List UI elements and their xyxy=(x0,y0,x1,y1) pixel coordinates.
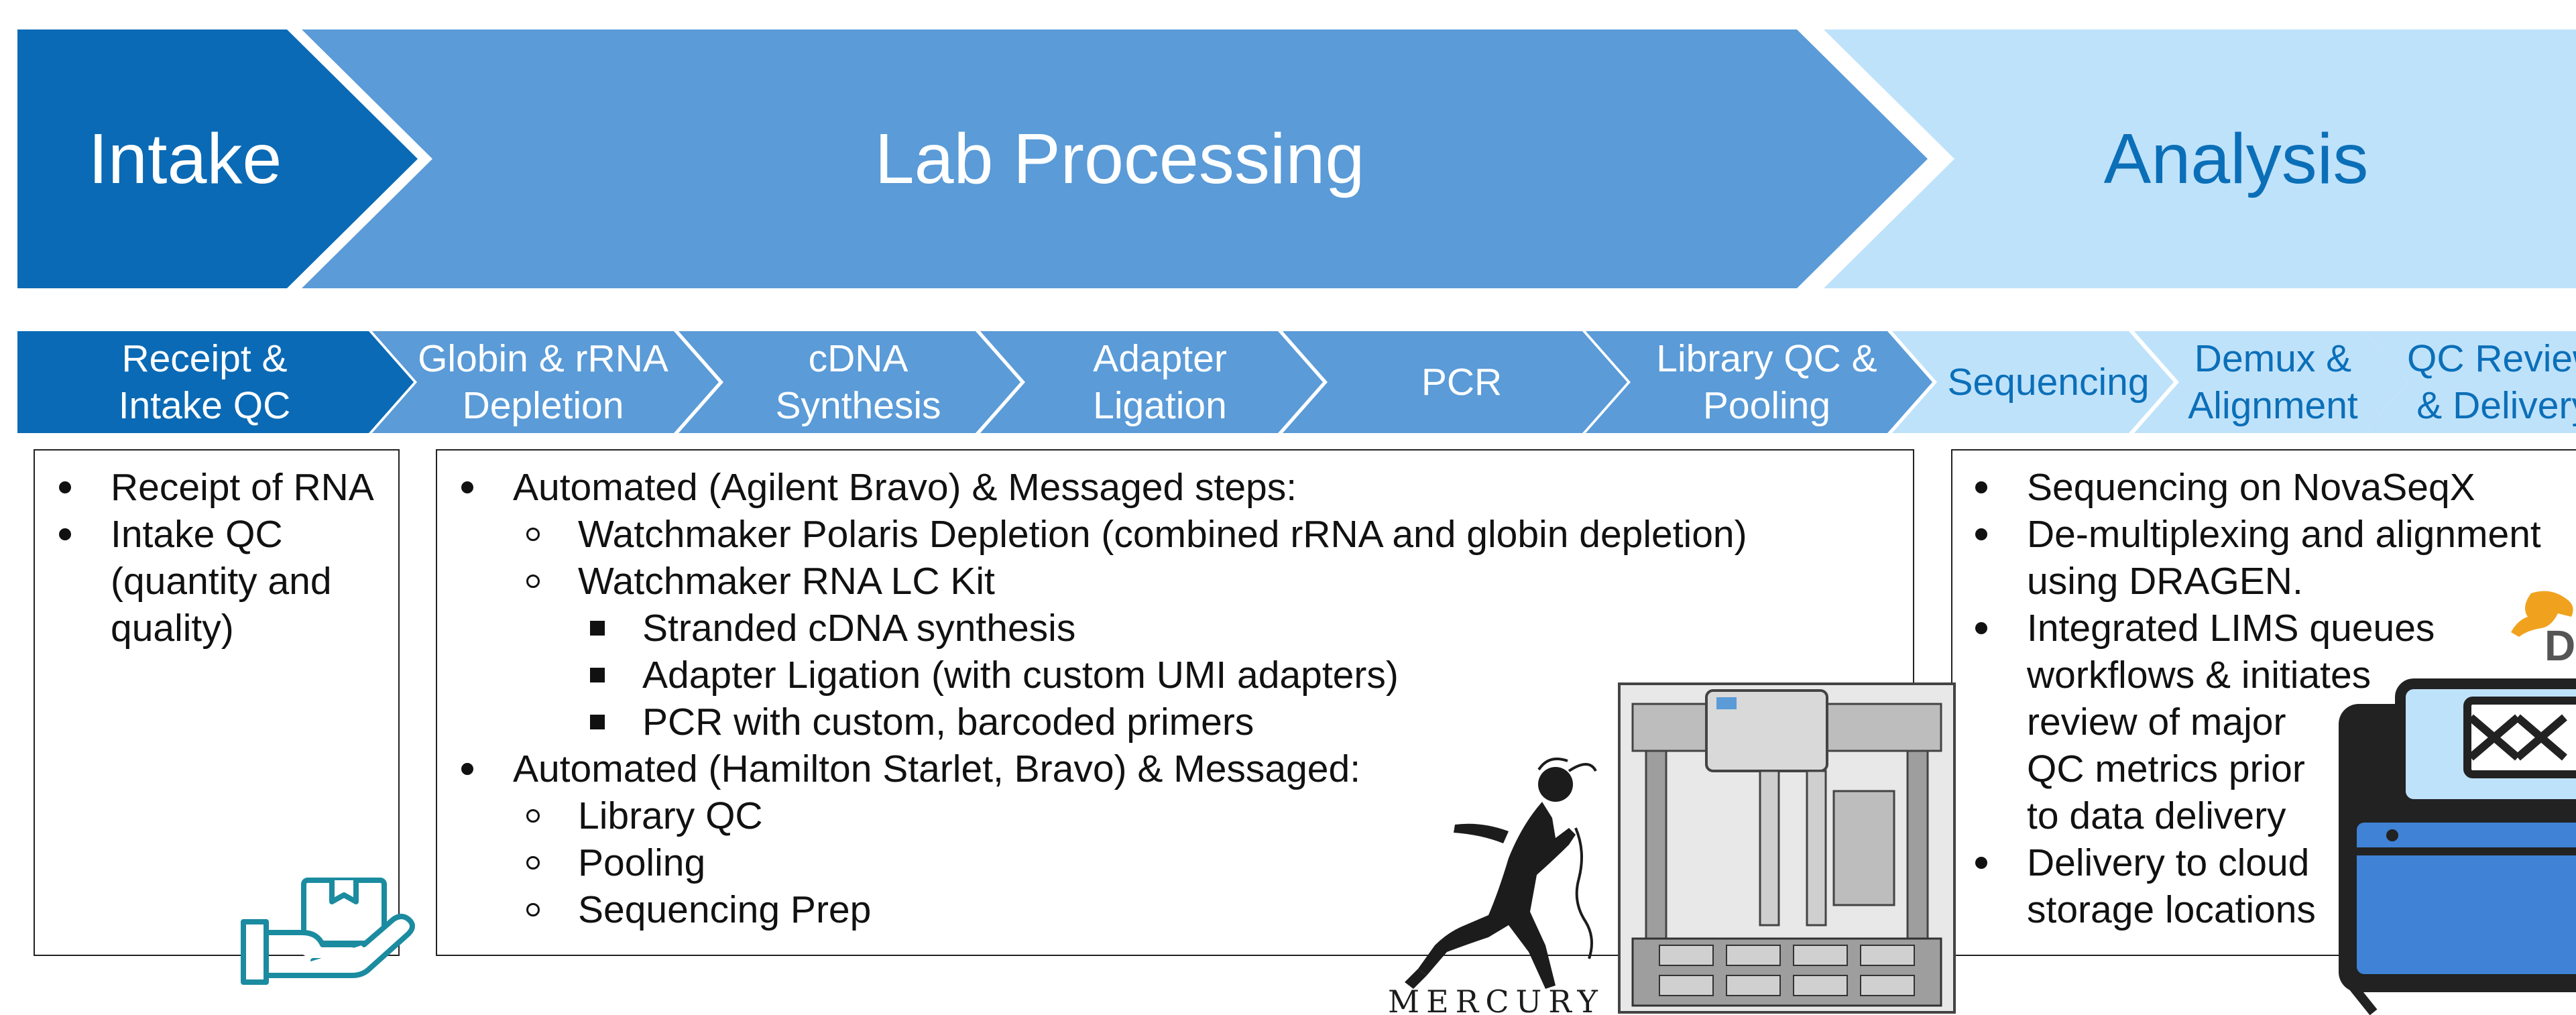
lab-processing-phase-chevron xyxy=(302,29,1928,288)
analysis-item-novaseq: Sequencing on NovaSeqX xyxy=(2027,466,2475,509)
step-chevron-demux xyxy=(2134,331,2408,433)
lab-item-pcr: PCR with custom, barcoded primers xyxy=(642,701,1254,743)
lab-item-seq-prep: Sequencing Prep xyxy=(578,888,872,931)
lab-item-bravo: Automated (Agilent Bravo) & Messaged ste… xyxy=(513,466,1297,509)
step-label-cdna: cDNA Synthesis xyxy=(775,337,941,427)
step-chevron-qc-review xyxy=(2363,331,2576,433)
lab-item-cdna: Stranded cDNA synthesis xyxy=(642,607,1076,650)
step-chevron-cdna xyxy=(679,331,1020,433)
bullet xyxy=(59,481,71,493)
bullet xyxy=(526,856,540,870)
step-chevron-adapter xyxy=(980,331,1323,433)
lab-item-rna-lc-kit: Watchmaker RNA LC Kit xyxy=(578,560,995,603)
step-label-pcr: PCR xyxy=(1421,361,1503,404)
step-chevron-receipt xyxy=(17,331,414,433)
bullet xyxy=(1975,528,1987,540)
step-label-qc-review: QC Review & Delivery xyxy=(2407,337,2576,427)
step-label-library-qc: Library QC & Pooling xyxy=(1656,337,1877,427)
step-chevron-pcr xyxy=(1283,331,1627,433)
analysis-item-demux: De-multiplexing and alignment xyxy=(2027,513,2541,556)
bullet xyxy=(59,528,71,540)
intake-item-qc-cont: (quantity and xyxy=(111,560,332,603)
phase-label-lab-processing: Lab Processing xyxy=(874,119,1365,198)
intake-phase-chevron xyxy=(1824,29,2576,288)
lab-item-library-qc: Library QC xyxy=(578,794,763,837)
bullet xyxy=(590,715,605,729)
package-hand-icon xyxy=(241,878,415,985)
lab-item-adapter: Adapter Ligation (with custom UMI adapte… xyxy=(642,654,1399,697)
mercury-runner-icon: MERCURY xyxy=(1388,758,1604,1015)
analysis-item-lims-cont2: review of major xyxy=(2027,701,2286,743)
analysis-item-lims: Integrated LIMS queues xyxy=(2027,607,2435,650)
bullet xyxy=(526,575,540,588)
dragen-logo-text: D xyxy=(2544,621,2575,670)
analysis-item-cloud: Delivery to cloud xyxy=(2027,841,2310,884)
intake-item-qc: Intake QC xyxy=(111,513,283,556)
step-label-receipt: Receipt & Intake QC xyxy=(118,337,291,427)
bullet xyxy=(1975,857,1987,869)
analysis-item-lims-cont3: QC metrics prior xyxy=(2027,748,2305,790)
analysis-item-lims-cont1: workflows & initiates xyxy=(2027,654,2372,697)
mercury-logo-text: MERCURY xyxy=(1388,983,1604,1015)
bullet xyxy=(590,621,605,636)
phase-label-intake: Intake xyxy=(88,119,282,198)
bullet xyxy=(526,903,540,916)
lab-item-pooling: Pooling xyxy=(578,841,706,884)
bullet xyxy=(1975,622,1987,634)
dragen-dragon-icon: D xyxy=(2511,591,2575,670)
step-chevron-sequencing xyxy=(1892,331,2174,433)
lab-item-hamilton: Automated (Hamilton Starlet, Bravo) & Me… xyxy=(513,748,1361,790)
lab-item-polaris: Watchmaker Polaris Depletion (combined r… xyxy=(578,513,1747,556)
phase-label-analysis: Analysis xyxy=(2103,119,2369,198)
dna-server-icon xyxy=(2339,678,2576,1015)
intake-detail-box xyxy=(34,449,400,956)
bullet xyxy=(461,481,473,493)
intake-item-receipt: Receipt of RNA xyxy=(111,466,374,509)
bullet xyxy=(590,668,605,682)
analysis-item-lims-cont4: to data delivery xyxy=(2027,794,2286,837)
step-label-demux: Demux & Alignment xyxy=(2188,337,2358,427)
bullet xyxy=(461,763,473,775)
bullet xyxy=(1975,481,1987,493)
step-chevron-globin xyxy=(372,331,719,433)
bullet xyxy=(526,528,540,541)
step-chevron-row xyxy=(17,331,2576,433)
step-label-globin: Globin & rRNA Depletion xyxy=(418,337,668,427)
liquid-handler-robot-icon xyxy=(1618,682,1956,1014)
analysis-item-demux-cont: using DRAGEN. xyxy=(2027,560,2303,603)
step-chevron-library-qc xyxy=(1586,331,1932,433)
step-label-adapter: Adapter Ligation xyxy=(1093,337,1227,427)
step-label-sequencing: Sequencing xyxy=(1947,361,2150,404)
analysis-phase-chevron xyxy=(17,29,418,288)
bullet xyxy=(526,809,540,823)
intake-item-qc-cont2: quality) xyxy=(111,607,234,650)
analysis-item-cloud-cont: storage locations xyxy=(2027,888,2316,931)
